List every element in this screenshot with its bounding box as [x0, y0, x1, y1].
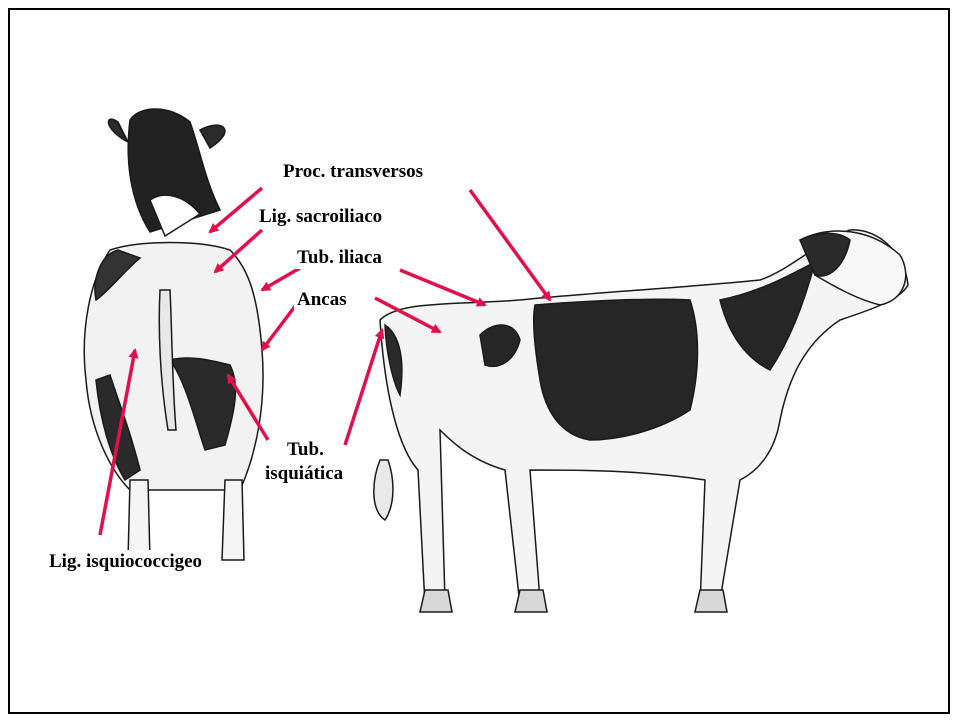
label-lig-isquiococcigeo: Lig. isquiococcigeo	[46, 550, 205, 573]
label-ancas: Ancas	[294, 288, 350, 311]
arrow-tub-isquiatica-side	[345, 330, 382, 445]
arrow-tub-iliaca-rear	[262, 268, 300, 290]
cow-rear-view	[84, 109, 263, 560]
label-proc-transversos: Proc. transversos	[280, 160, 426, 183]
label-lig-sacroiliaco: Lig. sacroiliaco	[256, 205, 385, 228]
label-tub-isquiatica-line2: isquiática	[262, 462, 346, 485]
arrow-tub-iliaca-side	[400, 270, 485, 305]
label-tub-isquiatica-line1: Tub.	[284, 438, 327, 461]
arrow-proc-transversos	[470, 190, 550, 300]
label-tub-iliaca: Tub. iliaca	[294, 246, 385, 269]
cow-side-view	[374, 230, 908, 612]
arrow-ancas-rear	[262, 305, 296, 350]
